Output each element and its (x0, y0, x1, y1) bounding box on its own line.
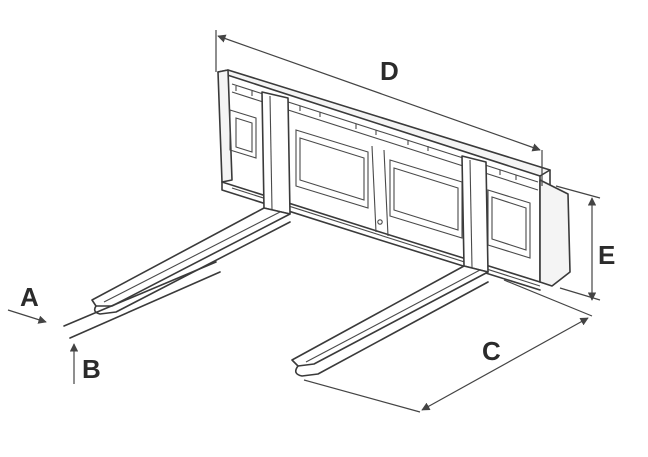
dimension-a (7, 309, 47, 324)
label-e: E (598, 240, 615, 270)
label-c: C (482, 336, 501, 366)
dimension-d (215, 30, 543, 186)
label-b: B (82, 354, 101, 384)
dimension-e (555, 185, 601, 301)
right-fork (291, 155, 489, 377)
label-d: D (380, 56, 399, 86)
dimension-c (303, 279, 593, 413)
label-a: A (20, 282, 39, 312)
